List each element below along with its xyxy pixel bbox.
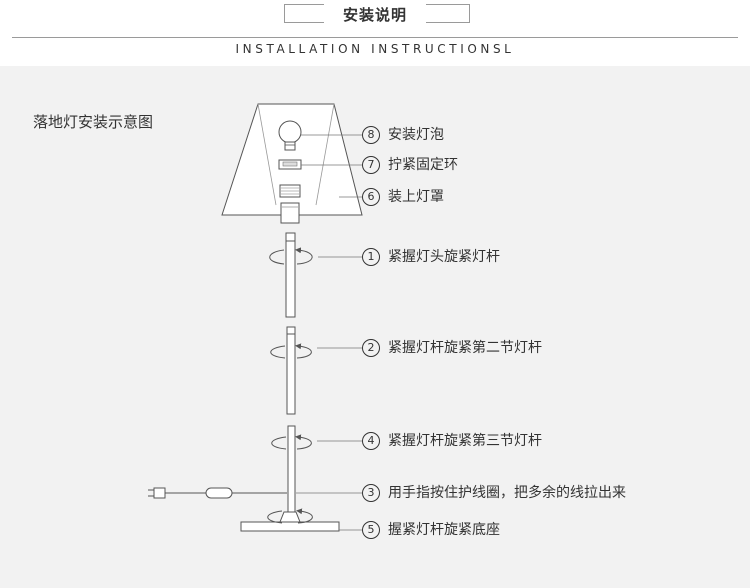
pole-section-1: [285, 232, 296, 318]
rotate-arrow-5: [267, 508, 313, 524]
header-divider: [12, 37, 738, 38]
step-text: 安装灯泡: [388, 127, 444, 143]
step-2: 2 紧握灯杆旋紧第二节灯杆: [362, 338, 542, 358]
shade-inner-right: [315, 103, 335, 206]
step-number: 4: [362, 432, 380, 450]
step-number: 1: [362, 248, 380, 266]
step-5: 5 握紧灯杆旋紧底座: [362, 520, 500, 540]
step-number: 5: [362, 521, 380, 539]
bulb-icon: [278, 120, 302, 151]
rotate-arrow-1: [269, 247, 313, 265]
step-number: 7: [362, 156, 380, 174]
plug-icon: [148, 487, 166, 499]
fixing-ring: [278, 159, 302, 170]
step-number: 8: [362, 126, 380, 144]
shade-inner-left: [257, 103, 277, 206]
step-7: 7 拧紧固定环: [362, 155, 458, 175]
rotate-arrow-2: [270, 343, 312, 359]
pole-section-3: [287, 425, 296, 513]
pole-section-2: [286, 326, 296, 415]
step-text: 紧握灯杆旋紧第二节灯杆: [388, 340, 542, 356]
lamp-socket: [279, 184, 301, 224]
step-number: 3: [362, 484, 380, 502]
step-text: 握紧灯杆旋紧底座: [388, 522, 500, 538]
page-subtitle: INSTALLATION INSTRUCTIONSL: [235, 42, 515, 56]
step-number: 2: [362, 339, 380, 357]
header: 安装说明 INSTALLATION INSTRUCTIONSL: [0, 0, 750, 66]
diagram-title: 落地灯安装示意图: [33, 113, 154, 131]
step-text: 用手指按住护线圈，把多余的线拉出来: [388, 485, 626, 501]
step-4: 4 紧握灯杆旋紧第三节灯杆: [362, 431, 542, 451]
step-1: 1 紧握灯头旋紧灯杆: [362, 247, 500, 267]
step-8: 8 安装灯泡: [362, 125, 444, 145]
step-text: 装上灯罩: [388, 189, 444, 205]
page-title: 安装说明: [324, 3, 426, 27]
lamp-base: [240, 511, 340, 532]
step-number: 6: [362, 188, 380, 206]
step-text: 拧紧固定环: [388, 157, 458, 173]
step-text: 紧握灯头旋紧灯杆: [388, 249, 500, 265]
rotate-arrow-4: [271, 434, 312, 450]
step-text: 紧握灯杆旋紧第三节灯杆: [388, 433, 542, 449]
step-6: 6 装上灯罩: [362, 187, 444, 207]
step-3: 3 用手指按住护线圈，把多余的线拉出来: [362, 483, 626, 503]
power-cord: [148, 487, 287, 499]
